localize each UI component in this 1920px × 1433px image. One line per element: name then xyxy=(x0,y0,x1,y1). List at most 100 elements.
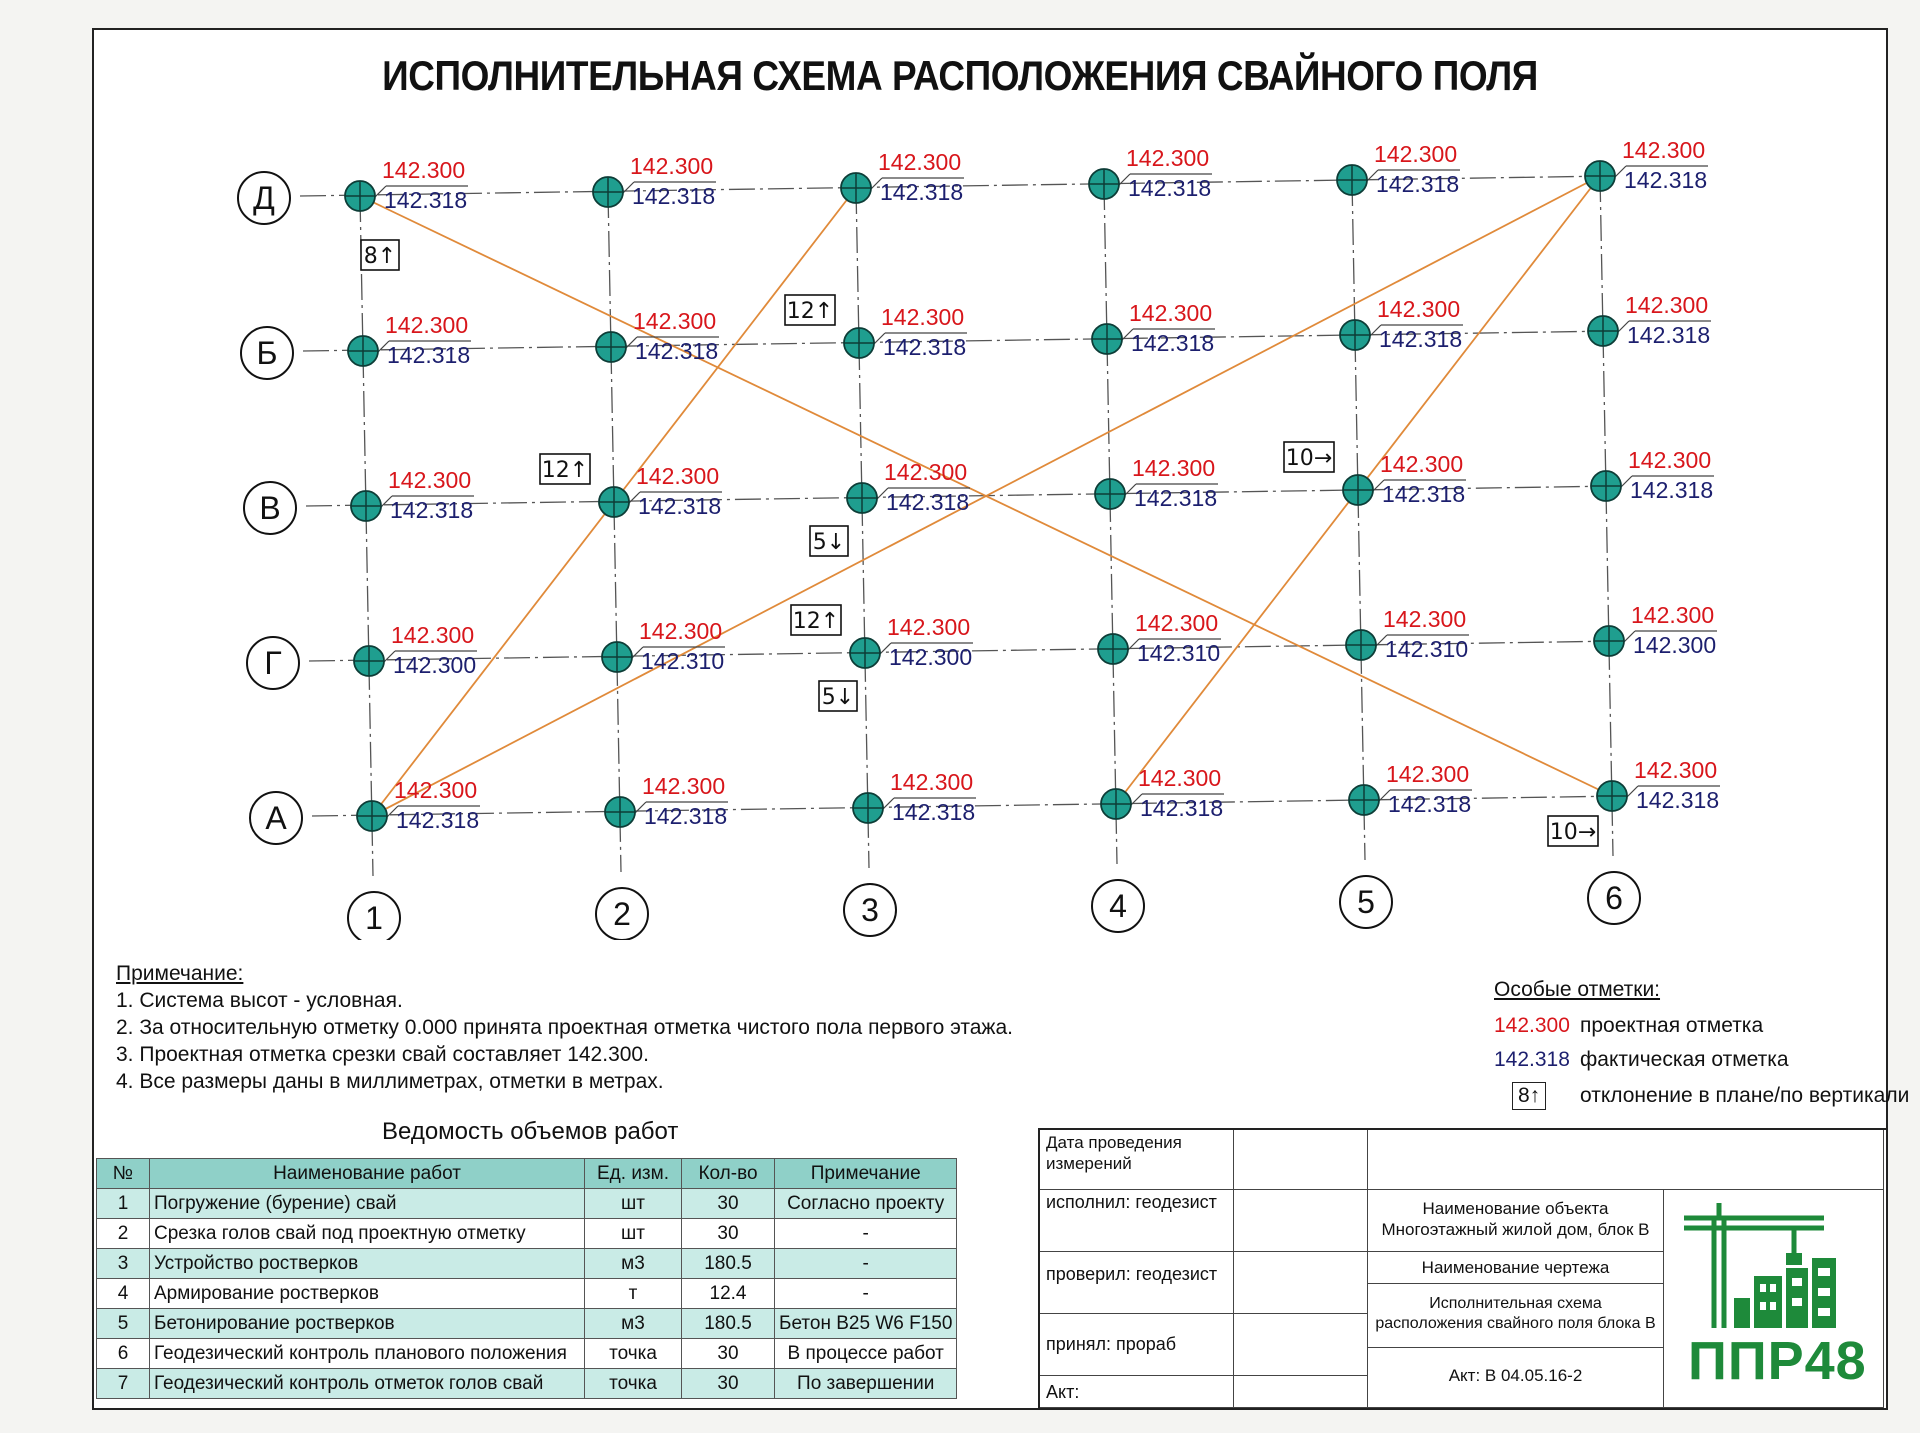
actual-elevation: 142.318 xyxy=(1388,791,1471,817)
axis-marker-col xyxy=(595,887,649,940)
actual-elevation: 142.318 xyxy=(883,334,966,360)
deviation-value: 10→ xyxy=(1550,820,1596,845)
design-elevation: 142.300 xyxy=(394,777,477,803)
design-elevation: 142.300 xyxy=(1380,451,1463,477)
design-elevation: 142.300 xyxy=(385,312,468,338)
note-item: 1. Система высот - условная. xyxy=(116,989,403,1012)
design-elevation: 142.300 xyxy=(890,769,973,795)
design-elevation: 142.300 xyxy=(1383,606,1466,632)
title-block: Дата проведения измерений исполнил: геод… xyxy=(1038,1128,1886,1408)
company-logo-text: ППР48 xyxy=(1688,1331,1867,1391)
design-elevation: 142.300 xyxy=(1625,292,1708,318)
legend-deviation-label: отклонение в плане/по вертикали xyxy=(1580,1084,1910,1107)
design-elevation: 142.300 xyxy=(1135,610,1218,636)
design-elevation: 142.300 xyxy=(391,622,474,648)
design-elevation: 142.300 xyxy=(887,614,970,640)
crane-logo-icon xyxy=(1684,1203,1836,1328)
deviation-value: 8↑ xyxy=(364,244,396,269)
grid-axis-col xyxy=(607,191,622,873)
grid-axis-row xyxy=(299,175,1613,197)
actual-elevation: 142.318 xyxy=(1382,481,1465,507)
actual-elevation: 142.300 xyxy=(393,652,476,678)
axis-label-row: Д xyxy=(253,180,275,216)
header-work: Наименование работ xyxy=(149,1158,585,1189)
grid-axis-row xyxy=(311,795,1625,817)
deviation-value: 5↓ xyxy=(813,530,845,555)
actual-elevation: 142.318 xyxy=(1630,477,1713,503)
design-elevation: 142.300 xyxy=(1126,145,1209,171)
axis-marker-row xyxy=(246,636,300,690)
axis-label-row: В xyxy=(259,490,280,526)
deviation-box xyxy=(539,453,591,485)
grid-axis-col xyxy=(359,195,374,877)
header-num: № xyxy=(96,1158,150,1189)
checked-label: проверил: геодезист xyxy=(1040,1252,1234,1314)
design-elevation: 142.300 xyxy=(1622,137,1705,163)
actual-elevation: 142.318 xyxy=(644,803,727,829)
axis-label-col: 1 xyxy=(365,900,383,936)
actual-elevation: 142.318 xyxy=(1140,795,1223,821)
actual-elevation: 142.318 xyxy=(632,183,715,209)
design-elevation: 142.300 xyxy=(633,308,716,334)
axis-label-row: А xyxy=(265,800,287,836)
deviation-box xyxy=(360,239,400,271)
header-note: Примечание xyxy=(773,1158,958,1189)
axis-marker-col xyxy=(1091,879,1145,933)
axis-label-col: 5 xyxy=(1357,884,1375,920)
actual-elevation: 142.318 xyxy=(1624,167,1707,193)
actual-elevation: 142.318 xyxy=(880,179,963,205)
actual-elevation: 142.318 xyxy=(1379,326,1462,352)
design-elevation: 142.300 xyxy=(382,157,465,183)
actual-elevation: 142.318 xyxy=(387,342,470,368)
object-cell: Наименование объекта Многоэтажный жилой … xyxy=(1368,1190,1664,1252)
object-label: Наименование объекта xyxy=(1422,1199,1609,1218)
logo-cell xyxy=(1664,1190,1884,1408)
drawing-label: Наименование чертежа xyxy=(1368,1252,1664,1284)
act-blank xyxy=(1234,1376,1368,1408)
notes-block: Примечание: 1. Система высот - условная.… xyxy=(116,960,1013,1095)
axis-label-col: 2 xyxy=(613,896,631,932)
legend-deviation-box: 8↑ xyxy=(1512,1082,1547,1110)
note-item: 4. Все размеры даны в миллиметрах, отмет… xyxy=(116,1070,664,1093)
design-elevation: 142.300 xyxy=(1138,765,1221,791)
act-number: Акт: В 04.05.16-2 xyxy=(1368,1348,1664,1408)
drawing-title: ИСПОЛНИТЕЛЬНАЯ СХЕМА РАСПОЛОЖЕНИЯ СВАЙНО… xyxy=(382,52,1538,99)
actual-elevation: 142.300 xyxy=(889,644,972,670)
grid-axis-row xyxy=(308,640,1622,662)
actual-elevation: 142.318 xyxy=(1128,175,1211,201)
legend-design-label: проектная отметка xyxy=(1580,1014,1764,1037)
actual-elevation: 142.318 xyxy=(384,187,467,213)
actual-elevation: 142.318 xyxy=(396,807,479,833)
performed-label: исполнил: геодезист xyxy=(1040,1190,1234,1252)
grid-axis-col xyxy=(1103,183,1118,865)
actual-elevation: 142.318 xyxy=(1131,330,1214,356)
axis-marker-col xyxy=(1339,875,1393,929)
legend-actual-label: фактическая отметка xyxy=(1580,1048,1789,1071)
accepted-label: принял: прораб xyxy=(1040,1314,1234,1376)
volumes-table: № Наименование работ Ед. изм. Кол-во При… xyxy=(96,1158,958,1399)
legend-heading: Особые отметки: xyxy=(1494,978,1661,1001)
diagonal-line xyxy=(371,175,1601,817)
grid-axis-col xyxy=(855,187,870,869)
actual-elevation: 142.300 xyxy=(1633,632,1716,658)
design-elevation: 142.300 xyxy=(884,459,967,485)
actual-elevation: 142.318 xyxy=(886,489,969,515)
actual-elevation: 142.310 xyxy=(641,648,724,674)
deviation-box xyxy=(1283,441,1335,473)
axis-marker-row xyxy=(237,171,291,225)
design-elevation: 142.300 xyxy=(1129,300,1212,326)
actual-elevation: 142.310 xyxy=(1137,640,1220,666)
design-elevation: 142.300 xyxy=(642,773,725,799)
actual-elevation: 142.318 xyxy=(892,799,975,825)
stamp-blank-top xyxy=(1368,1130,1884,1190)
date-value xyxy=(1234,1130,1368,1190)
act-label: Акт: xyxy=(1040,1376,1234,1408)
actual-elevation: 142.310 xyxy=(1385,636,1468,662)
deviation-value: 12↑ xyxy=(787,299,833,324)
axis-label-row: Б xyxy=(257,335,278,371)
actual-elevation: 142.318 xyxy=(1134,485,1217,511)
actual-elevation: 142.318 xyxy=(390,497,473,523)
